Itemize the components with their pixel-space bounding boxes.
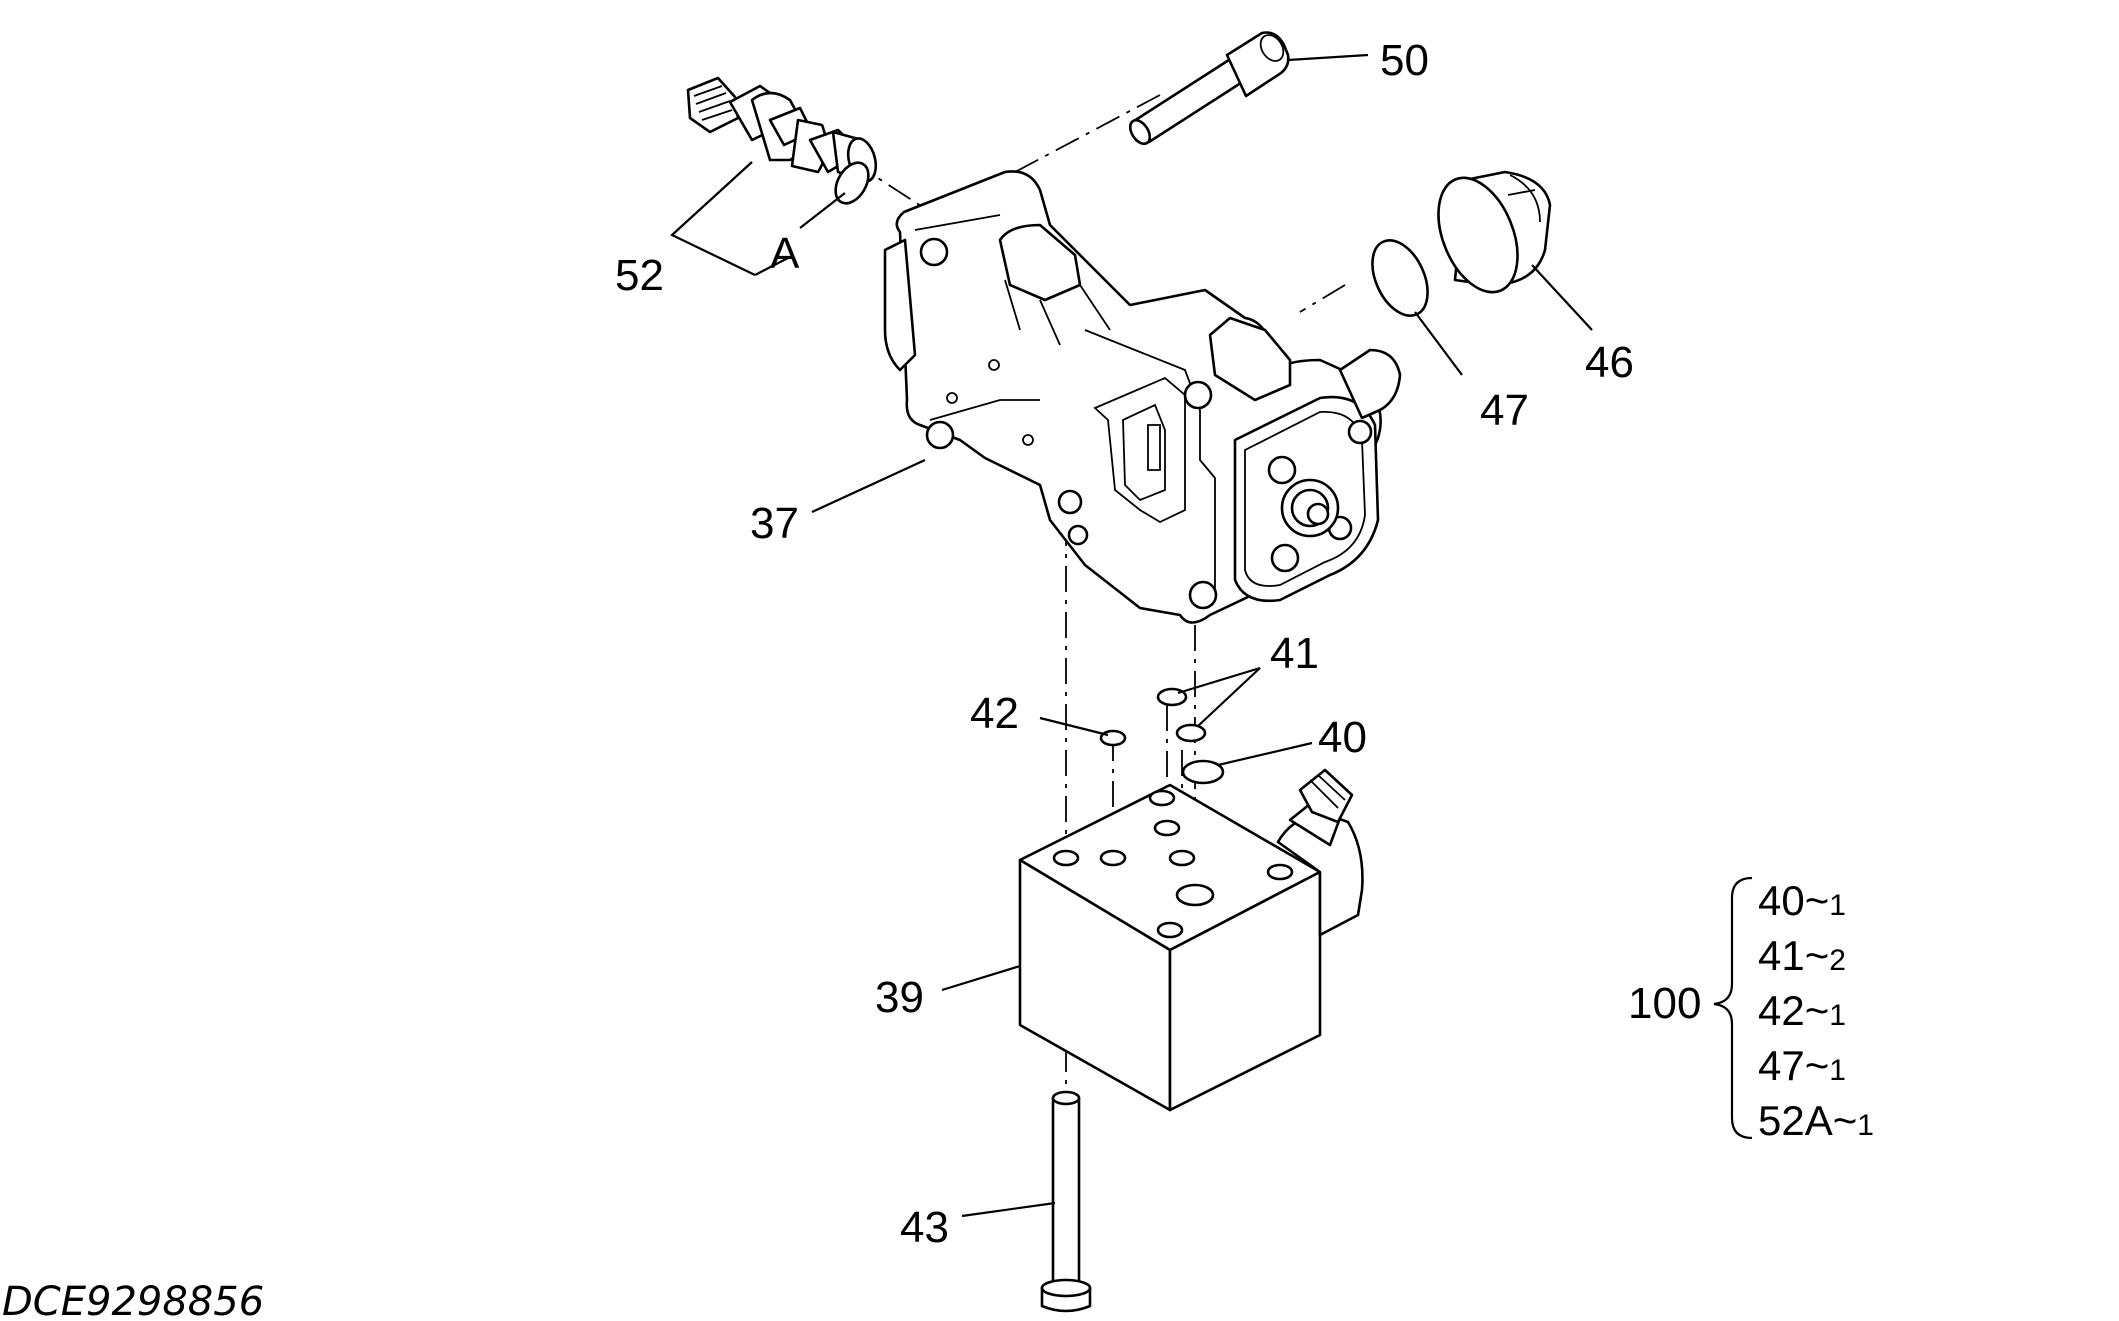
kit-item-40: 40~1 bbox=[1758, 877, 1846, 924]
kit-item-52a: 52A~1 bbox=[1758, 1097, 1874, 1144]
svg-text:52A~1: 52A~1 bbox=[1758, 1097, 1874, 1144]
callouts: 50 52 A 46 47 37 41 42 40 39 43 bbox=[615, 36, 1634, 1252]
kit-item-qty: 1 bbox=[1829, 889, 1846, 922]
svg-text:40~1: 40~1 bbox=[1758, 877, 1846, 924]
part-37-valve-body bbox=[883, 170, 1402, 624]
part-47-o-ring bbox=[1371, 239, 1429, 317]
part-41-o-rings bbox=[1156, 687, 1207, 743]
kit-item-sep: ~ bbox=[1805, 932, 1830, 979]
part-39-solenoid-block bbox=[1018, 768, 1364, 1112]
kit-item-sep: ~ bbox=[1833, 1097, 1858, 1144]
kit-number: 100 bbox=[1628, 979, 1701, 1028]
leader-lines bbox=[670, 53, 1593, 1218]
callout-46: 46 bbox=[1585, 338, 1634, 387]
svg-text:42~1: 42~1 bbox=[1758, 987, 1846, 1034]
part-46-plug bbox=[1437, 170, 1552, 294]
callout-42: 42 bbox=[970, 689, 1019, 738]
callout-52: 52 bbox=[615, 251, 664, 300]
kit-brace bbox=[1713, 876, 1753, 1140]
kit-item-sep: ~ bbox=[1805, 987, 1830, 1034]
kit-item-qty: 1 bbox=[1857, 1109, 1874, 1142]
callout-a: A bbox=[770, 229, 800, 278]
kit-100-contents: 100 40~1 41~2 42~1 47~1 52A~1 bbox=[1628, 876, 1874, 1144]
kit-item-41: 41~2 bbox=[1758, 932, 1846, 979]
kit-item-part: 47 bbox=[1758, 1042, 1805, 1089]
callout-50: 50 bbox=[1380, 36, 1429, 85]
callout-37: 37 bbox=[750, 499, 799, 548]
part-50-bolt bbox=[1128, 31, 1290, 146]
kit-item-qty: 1 bbox=[1829, 1054, 1846, 1087]
svg-text:47~1: 47~1 bbox=[1758, 1042, 1846, 1089]
callout-43: 43 bbox=[900, 1203, 949, 1252]
part-40-o-ring bbox=[1181, 759, 1225, 785]
part-43-bolt bbox=[1040, 1090, 1092, 1313]
callout-39: 39 bbox=[875, 973, 924, 1022]
callout-41: 41 bbox=[1270, 629, 1319, 678]
kit-item-sep: ~ bbox=[1805, 877, 1830, 924]
kit-item-sep: ~ bbox=[1805, 1042, 1830, 1089]
kit-item-part: 40 bbox=[1758, 877, 1805, 924]
kit-item-part: 41 bbox=[1758, 932, 1805, 979]
callout-40: 40 bbox=[1318, 713, 1367, 762]
kit-item-part: 42 bbox=[1758, 987, 1805, 1034]
kit-item-42: 42~1 bbox=[1758, 987, 1846, 1034]
callout-47: 47 bbox=[1480, 386, 1529, 435]
svg-text:41~2: 41~2 bbox=[1758, 932, 1846, 979]
drawing-code: DCE9298856 bbox=[2, 1279, 264, 1321]
kit-item-qty: 2 bbox=[1829, 944, 1846, 977]
kit-item-qty: 1 bbox=[1829, 999, 1846, 1032]
kit-item-part: 52A bbox=[1758, 1097, 1833, 1144]
kit-item-47: 47~1 bbox=[1758, 1042, 1846, 1089]
